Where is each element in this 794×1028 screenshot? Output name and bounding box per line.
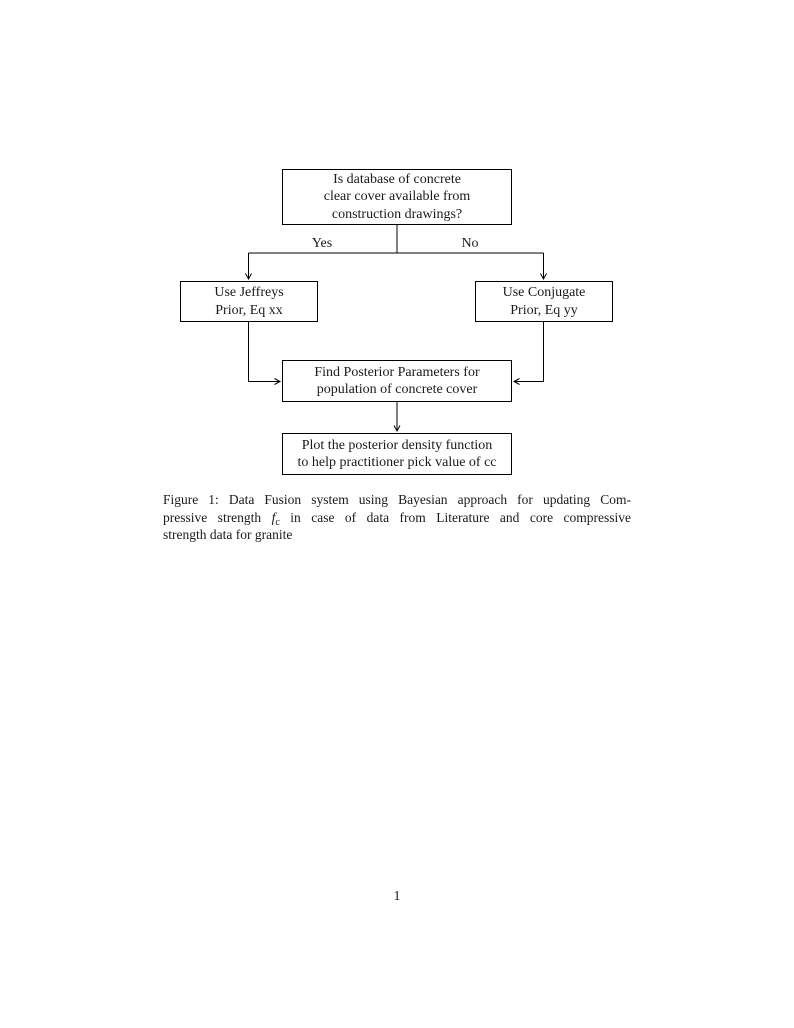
node-conjugate-line-1: Use Conjugate — [502, 285, 586, 300]
flowchart-node-conjugate-prior: Use Conjugate Prior, Eq yy — [475, 281, 613, 322]
node-plot-line-1: Plot the posterior density function — [301, 437, 493, 453]
edge-jeffreys-to-posterior — [248, 322, 282, 385]
caption-math-subscript: c — [275, 516, 280, 528]
node-jeffreys-line-2: Prior, Eq xx — [215, 302, 283, 318]
figure-caption: Figure 1: Data Fusion system using Bayes… — [163, 491, 631, 544]
caption-math-symbol: f — [271, 509, 276, 525]
node-posterior-line-1: Find Posterior Parameters for — [314, 364, 480, 380]
edge-conjugate-to-posterior — [512, 322, 544, 385]
page-number: 1 — [393, 889, 401, 904]
node-question-line-1: Is database of concrete — [333, 171, 461, 187]
edge-label-no: No — [461, 236, 479, 251]
caption-line-2-text: pressive strength — [163, 509, 272, 525]
flowchart-node-posterior-parameters: Find Posterior Parameters for population… — [282, 360, 512, 402]
flowchart-node-question: Is database of concrete clear cover avai… — [282, 169, 512, 225]
flowchart-node-plot-density: Plot the posterior density function to h… — [282, 433, 512, 475]
edge-label-yes: Yes — [311, 236, 333, 251]
caption-line-2-text-after: in case of data from Literature and core… — [279, 509, 632, 525]
node-question-line-2: clear cover available from — [323, 189, 471, 205]
flowchart-node-jeffreys-prior: Use Jeffreys Prior, Eq xx — [180, 281, 318, 322]
caption-line-2: pressive strength fc in case of data fro… — [163, 509, 632, 528]
node-jeffreys-line-1: Use Jeffreys — [214, 285, 284, 300]
node-question-line-3: construction drawings? — [331, 206, 463, 222]
node-plot-line-2: to help practitioner pick value of cc — [297, 455, 497, 470]
caption-line-3: strength data for granite — [163, 527, 293, 543]
caption-line-1: Figure 1: Data Fusion system using Bayes… — [163, 492, 631, 507]
node-conjugate-line-2: Prior, Eq yy — [510, 302, 578, 318]
node-posterior-line-2: population of concrete cover — [316, 382, 478, 397]
